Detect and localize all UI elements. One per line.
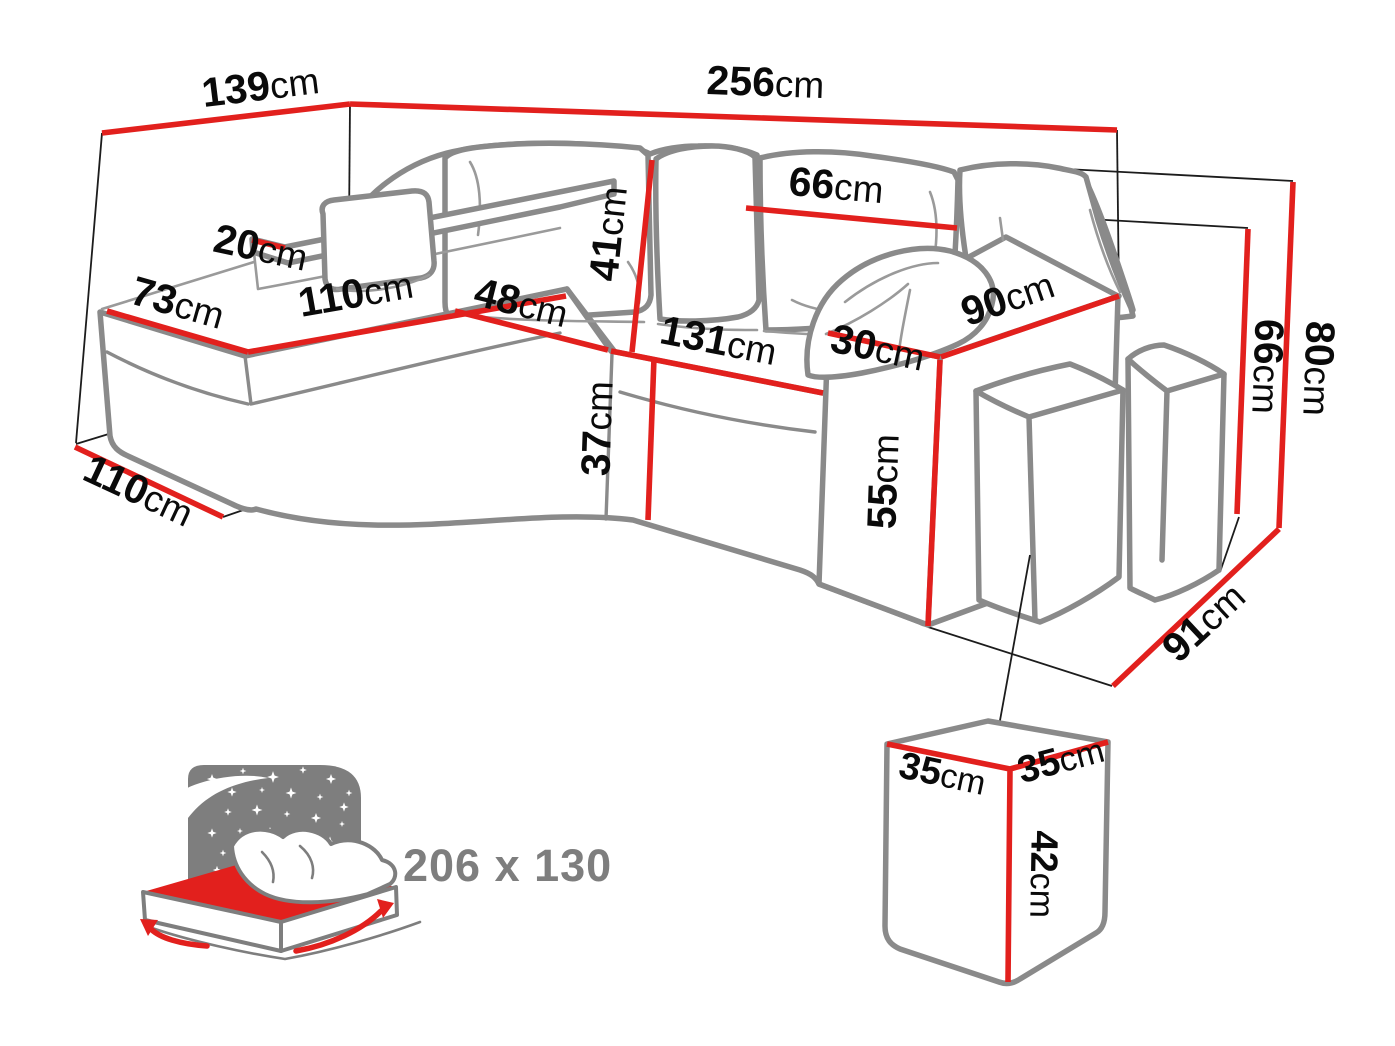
pouf-cube-red-edges [886,739,1109,983]
dim-line-55 [925,359,943,627]
wall-left-edge-line [75,132,103,444]
dim-label-back-left-width: 139cm [199,56,321,116]
back-cushion-2 [652,143,762,324]
dim-line-66-cushion [745,205,958,231]
dim-line-30 [827,330,941,360]
back-cushion-right-crease [1088,208,1122,294]
pouf-leader-line [996,554,1031,738]
dim-line-91 [1111,526,1281,689]
dim-label-chaise-backrest-height: 20cm [210,215,312,280]
dim-line-90 [940,293,1120,360]
pouf-width-label: 35cm [895,745,989,804]
dim-line-37 [645,357,657,521]
dim-line-20 [251,237,286,251]
dim-label-back-right-width: 256cm [706,57,825,107]
unfold-arrow-left-head [140,919,158,936]
dim-line-110-seat [247,293,567,355]
unfold-arrow-right-head [377,899,394,918]
dim-line-80 [1276,181,1296,529]
armrest-back-post [998,216,1005,242]
dim-line-66-right [1234,228,1251,515]
dim-line-48 [454,308,609,353]
pouf-height-label: 42cm [1021,830,1065,918]
dim-label-armrest-width: 30cm [827,315,929,380]
decorative-pillow [804,245,996,380]
dim-label-armrest-height: 55cm [858,433,907,529]
floor-right-extension-line [927,626,1113,687]
pouf-back [1125,342,1227,603]
dim-label-total-height: 80cm [1294,320,1343,416]
bed-base-line [150,920,422,961]
main-seat-lip-line [618,390,817,434]
duvet-creases [260,844,315,884]
dim-label-main-seat-width: 131cm [656,306,780,374]
dim-label-back-cushion-height: 41cm [580,184,636,283]
dim-label-seat-height: 37cm [572,380,621,476]
dim-line-41 [629,159,655,353]
dim-line-139 [101,101,351,136]
dim-line-73 [106,308,249,355]
unfold-arrow-right [293,908,384,954]
unfold-arrow-left [148,926,210,949]
moon-crescent [149,775,268,861]
decorative-pillow-creases [824,261,940,364]
dim-label-corner-seat-width: 48cm [470,269,573,337]
dim-label-backrest-height: 66cm [1243,318,1292,414]
dim-line-131 [610,348,824,396]
dim-label-chaise-seat-length: 110cm [295,261,417,326]
dim-line-256 [349,101,1118,133]
sofa-drawing [97,140,1227,628]
front-face-seam [604,352,614,521]
bed-size-label: 206 x 130 [403,840,612,891]
pouf-detail: 35cm 35cm 42cm [882,718,1111,987]
pouf-front [973,361,1126,625]
pouf-front-edges [973,387,1126,623]
chaise-seat-back-edge [100,260,256,311]
backrest-height-bottom-extension-line [1219,516,1240,573]
chaise-pillow [319,188,437,293]
dim-label-back-cushion-width: 66cm [787,158,886,212]
dimension-lines [73,101,1296,689]
pouf-back-edges [1125,356,1227,563]
sleeping-function-icon: 206 x 130 [140,765,612,961]
mattress-side-right [279,885,399,953]
chaise-pillow-shadow [335,273,431,293]
pouf-cube-outline [882,718,1111,987]
chaise-seat-lip-lines [105,331,562,406]
dim-line-110-floor [73,444,225,520]
